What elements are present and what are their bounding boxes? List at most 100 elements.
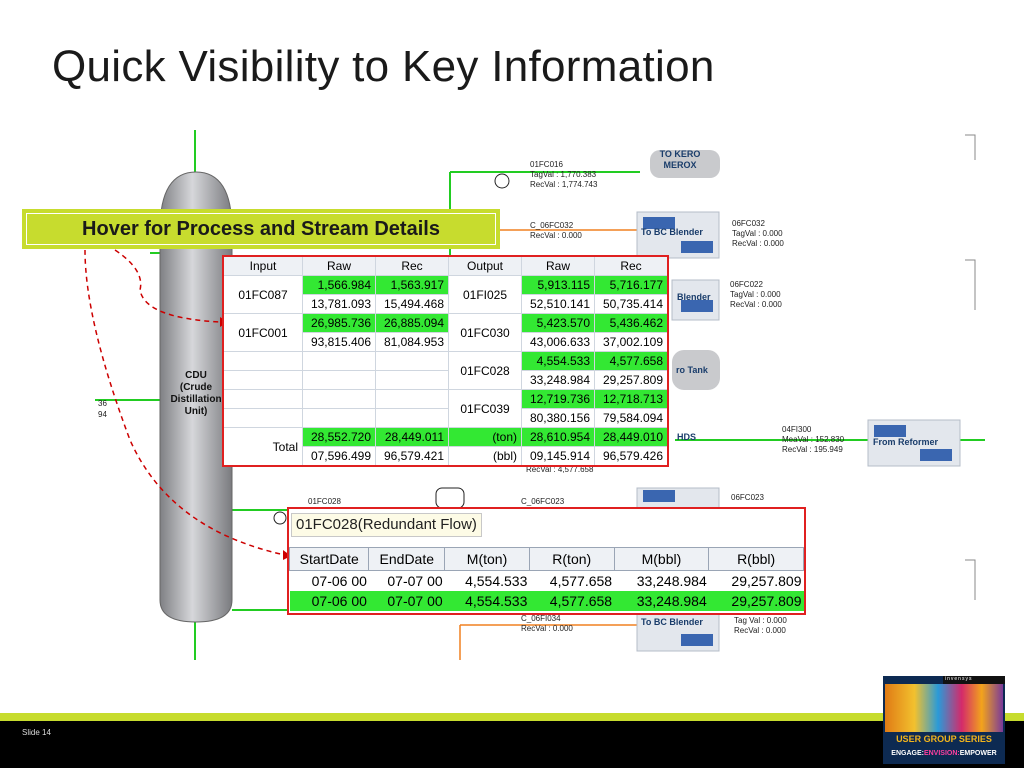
table-row[interactable]: 07-06 00 07-07 00 4,554.533 4,577.658 33…	[290, 571, 804, 592]
cell-value: 07-06 00	[289, 591, 369, 611]
brand-wordmark: invensys	[945, 676, 973, 682]
stream-bc1-tag[interactable]: C_06FC032 RecVal : 0.000	[530, 221, 582, 240]
header-m-ton: M(ton)	[444, 547, 530, 571]
blender2-destination[interactable]: Blender	[677, 292, 711, 302]
hds-destination[interactable]: HDS	[677, 432, 697, 442]
header-rec: Rec	[594, 255, 669, 276]
empty-cell	[375, 351, 449, 371]
cdu-label[interactable]: CDU (Crude Distillation Unit)	[170, 370, 222, 417]
table-row[interactable]: 01FC039 12,719.736 12,718.713	[222, 389, 669, 428]
stream-blender2-right-tag[interactable]: 06FC022 TagVal : 0.000 RecVal : 0.000	[730, 280, 782, 309]
header-m-bbl: M(bbl)	[613, 547, 710, 571]
cell-value: 28,449.010	[594, 427, 669, 447]
stream-kero-tag[interactable]: 01FC016 TagVal : 1,770.383 RecVal : 1,77…	[530, 160, 598, 189]
empty-cell	[302, 408, 376, 428]
logo-series-text: USER GROUP SERIES	[896, 734, 992, 744]
table-row[interactable]: 93,815.406 81,084.953 43,006.633 37,002.…	[223, 332, 669, 352]
cell-value: 93,815.406	[302, 332, 376, 352]
cell-value: 28,449.011	[375, 427, 449, 447]
table-row[interactable]: 01FC001 26,985.736 26,885.094 01FC030 5,…	[222, 313, 669, 352]
empty-cell	[222, 351, 303, 371]
empty-cell	[302, 370, 376, 390]
cell-value: 80,380.156	[521, 408, 595, 428]
redundant-flow-title: 01FC028(Redundant Flow)	[291, 513, 482, 537]
total-label: Total	[222, 427, 303, 467]
tank-destination[interactable]: ro Tank	[676, 365, 708, 375]
total-row: Total 28,552.720 28,449.011 (ton) 28,610…	[222, 427, 669, 467]
cdu-edge-value-bottom: 94	[98, 410, 107, 419]
cell-value: 5,436.462	[594, 313, 669, 333]
cell-value: 43,006.633	[521, 332, 595, 352]
from-reformer-source[interactable]: From Reformer	[873, 437, 939, 447]
lower-mid-tag: C_06FC023	[521, 497, 565, 506]
stream-bc2-tag[interactable]: C_06FI034 RecVal : 0.000	[521, 614, 573, 633]
cell-value: 13,781.093	[302, 294, 376, 314]
total-row: 07,596.499 96,579.421 (bbl) 09,145.914 9…	[223, 446, 669, 467]
unit-label: (bbl)	[448, 446, 522, 467]
cell-value: 33,248.984	[521, 370, 595, 390]
table-row[interactable]: 33,248.984 29,257.809	[222, 370, 669, 390]
table-row[interactable]: 13,781.093 15,494.468 52,510.141 50,735.…	[223, 294, 669, 314]
hover-hint-banner: Hover for Process and Stream Details	[22, 209, 500, 249]
cell-value: 79,584.094	[594, 408, 669, 428]
flow-summary-table: Input Raw Rec Output Raw Rec 01FC087 1,5…	[222, 255, 669, 467]
empty-cell	[302, 389, 376, 409]
cell-value: 4,577.658	[549, 573, 613, 589]
cell-value: 5,423.570	[521, 313, 595, 333]
cell-value: 07-06 00	[311, 573, 367, 589]
output-name[interactable]: 01FC039	[448, 389, 522, 428]
slide-number: Slide 14	[22, 728, 51, 737]
redundant-flow-table: StartDate EndDate M(ton) R(ton) M(bbl) R…	[288, 547, 804, 611]
cell-value: 26,885.094	[375, 313, 449, 333]
cell-value: 15,494.468	[375, 294, 449, 314]
output-name[interactable]: 01FC030	[448, 313, 522, 352]
header-raw: Raw	[521, 255, 595, 276]
table-row[interactable]: 07-06 00 07-07 00 4,554.533 4,577.658 33…	[289, 591, 804, 611]
cell-value: 52,510.141	[521, 294, 595, 314]
table-header-row: StartDate EndDate M(ton) R(ton) M(bbl) R…	[288, 547, 804, 571]
table-row[interactable]: 01FC087 1,566.984 1,563.917 01FI025 5,91…	[222, 275, 669, 314]
header-start-date: StartDate	[288, 547, 370, 571]
lower-left-tag: 01FC028	[308, 497, 341, 506]
empty-cell	[302, 351, 376, 371]
cell-value: 4,554.533	[521, 351, 595, 371]
stream-reformer-tag[interactable]: 04FI300 MeaVal : 152.830 RecVal : 195.94…	[782, 425, 845, 454]
table-row[interactable]: 01FC028 4,554.533 4,577.658	[222, 351, 669, 390]
cell-value: 4,577.658	[529, 591, 615, 611]
cell-value: 37,002.109	[594, 332, 669, 352]
bc-blender-destination[interactable]: To BC Blender	[641, 227, 703, 237]
output-name[interactable]: 01FC028	[448, 351, 522, 390]
slide-title: Quick Visibility to Key Information	[52, 42, 715, 91]
cell-value: 33,248.984	[636, 573, 707, 589]
cell-value: 29,257.809	[731, 573, 802, 589]
cell-value: 09,145.914	[521, 446, 595, 467]
footer-accent-bar	[0, 713, 1024, 721]
kero-merox-destination[interactable]: TO KERO MEROX	[659, 149, 701, 170]
redundant-flow-popup: 01FC028(Redundant Flow) StartDate EndDat…	[287, 507, 806, 615]
header-rec: Rec	[375, 255, 449, 276]
output-name[interactable]: 01FI025	[448, 275, 522, 314]
unit-label: (ton)	[448, 427, 522, 447]
bc-blender2-destination[interactable]: To BC Blender	[641, 617, 703, 627]
cdu-edge-value-top: 36	[98, 399, 107, 408]
empty-cell	[375, 408, 449, 428]
input-name[interactable]: 01FC001	[222, 313, 303, 352]
cell-value: 5,716.177	[594, 275, 669, 295]
table-row[interactable]: 80,380.156 79,584.094	[222, 408, 669, 428]
header-input: Input	[222, 255, 303, 276]
cell-value: 96,579.421	[375, 446, 449, 467]
cell-value: 28,610.954	[521, 427, 595, 447]
cell-value: 26,985.736	[302, 313, 376, 333]
cell-value: 1,563.917	[375, 275, 449, 295]
header-raw: Raw	[302, 255, 376, 276]
header-end-date: EndDate	[368, 547, 446, 571]
cell-value: 1,566.984	[302, 275, 376, 295]
stream-bc2-right-tag[interactable]: Tag Val : 0.000 RecVal : 0.000	[734, 616, 787, 635]
stream-bc1-right-tag[interactable]: 06FC032 TagVal : 0.000 RecVal : 0.000	[732, 219, 784, 248]
cell-value: 12,719.736	[521, 389, 595, 409]
cell-value: 50,735.414	[594, 294, 669, 314]
logo-photo	[885, 684, 1003, 732]
header-r-bbl: R(bbl)	[708, 547, 804, 571]
input-name[interactable]: 01FC087	[222, 275, 303, 314]
cell-value: 07,596.499	[302, 446, 376, 467]
